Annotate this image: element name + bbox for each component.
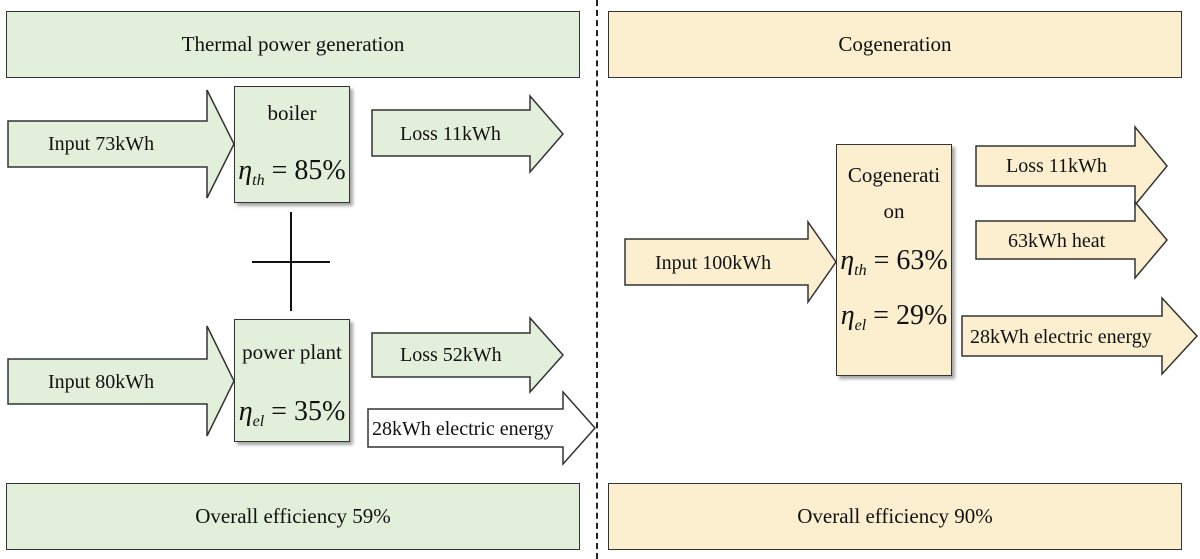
thermal-header-label: Thermal power generation (181, 31, 405, 56)
input-100-label: Input 100kWh (655, 252, 772, 274)
cogeneration-thermal-efficiency: ηth = 63% (840, 245, 948, 279)
cogeneration-box: Cogenerati on ηth = 63% ηel = 29% (836, 144, 952, 376)
input-80-label: Input 80kWh (48, 371, 155, 393)
input-100-arrow-shape (624, 219, 837, 305)
cogen-footer-label: Overall efficiency 90% (797, 503, 993, 528)
loss-11-cogen-label: Loss 11kWh (1006, 155, 1107, 177)
cogen-header: Cogeneration (608, 11, 1182, 78)
electric-28-arrow-shape (367, 390, 597, 466)
loss-52-arrow-shape (371, 316, 565, 394)
loss-11-arrow-shape (371, 93, 564, 175)
thermal-header: Thermal power generation (6, 11, 580, 78)
section-divider (596, 0, 598, 559)
power-plant-efficiency: ηel = 35% (238, 396, 346, 430)
cogen-header-label: Cogeneration (838, 31, 952, 56)
power-plant-box: power plant ηel = 35% (234, 319, 350, 442)
boiler-title: boiler (267, 101, 317, 125)
boiler-box: boiler ηth = 85% (234, 86, 350, 203)
cogen-footer: Overall efficiency 90% (608, 483, 1182, 550)
thermal-footer: Overall efficiency 59% (6, 483, 580, 550)
input-80-arrow-shape (7, 325, 235, 437)
loss-11-label: Loss 11kWh (400, 123, 501, 145)
cogeneration-title-line2: on (883, 199, 905, 223)
power-plant-title: power plant (242, 340, 342, 364)
heat-63-arrow-shape (975, 199, 1168, 281)
loss-52-label: Loss 52kWh (400, 344, 502, 366)
cogeneration-title-line1: Cogenerati (847, 163, 941, 187)
loss-11-cogen-arrow-shape (975, 124, 1168, 208)
input-73-arrow-shape (7, 89, 235, 199)
thermal-footer-label: Overall efficiency 59% (195, 503, 391, 528)
electric-28-label: 28kWh electric energy (372, 418, 554, 440)
heat-63-label: 63kWh heat (1008, 230, 1106, 252)
connector-lines (252, 212, 330, 311)
boiler-efficiency: ηth = 85% (238, 155, 346, 189)
electric-28-cogen-label: 28kWh electric energy (970, 326, 1152, 348)
electric-28-cogen-arrow-shape (961, 296, 1199, 376)
cogeneration-electric-efficiency: ηel = 29% (840, 300, 948, 334)
input-73-label: Input 73kWh (48, 133, 155, 155)
